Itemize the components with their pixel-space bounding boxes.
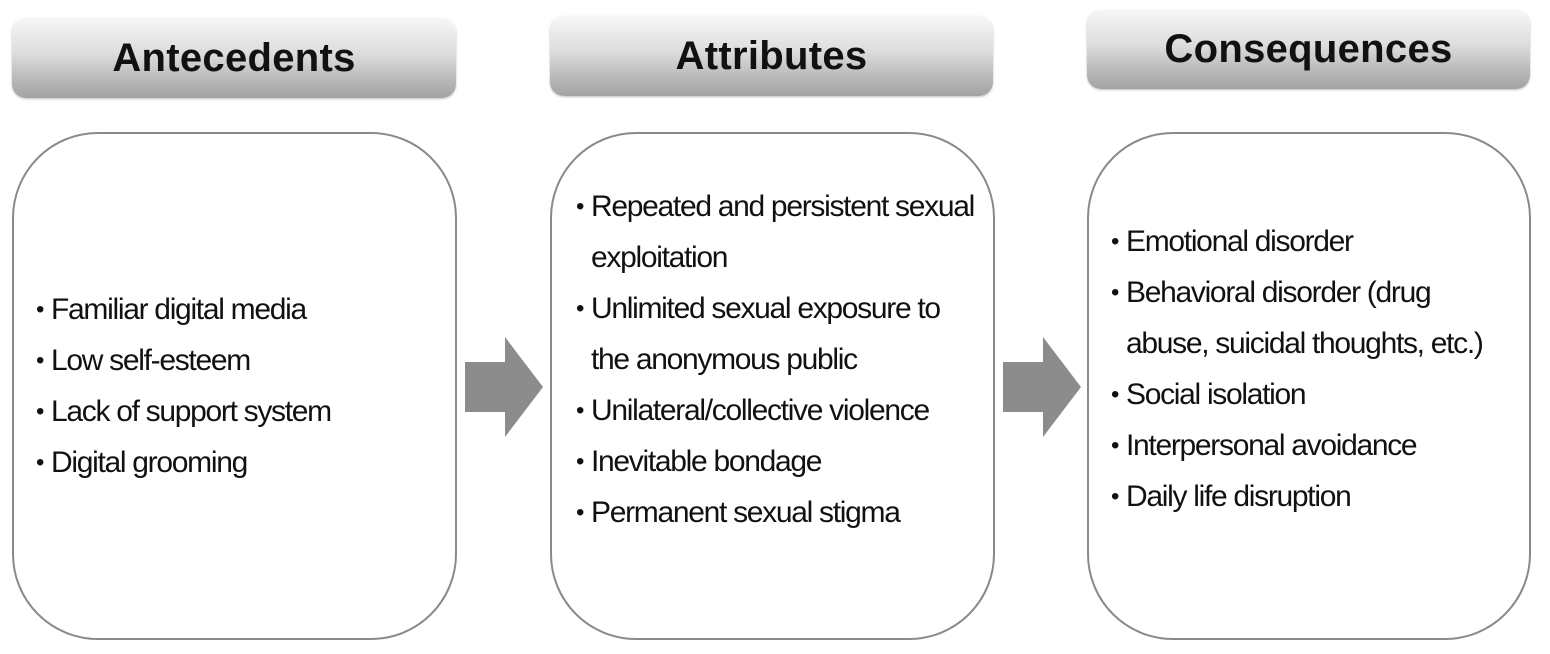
attribute-item: Inevitable bondage [576, 436, 977, 487]
arrow-shape [1003, 337, 1081, 437]
consequences-panel: Emotional disorder Behavioral disorder (… [1087, 132, 1531, 640]
attribute-item: Repeated and persistent sexual exploitat… [576, 181, 977, 283]
attributes-header: Attributes [550, 16, 993, 96]
attribute-item: Permanent sexual stigma [576, 487, 977, 538]
antecedent-item: Low self-esteem [36, 335, 455, 386]
antecedent-item: Familiar digital media [36, 284, 455, 335]
consequence-item: Daily life disruption [1111, 471, 1515, 522]
antecedents-list: Familiar digital media Low self-esteem L… [36, 284, 455, 488]
antecedent-item: Digital grooming [36, 437, 455, 488]
arrow-shape [465, 337, 543, 437]
right-arrow-icon [465, 337, 543, 437]
attributes-list: Repeated and persistent sexual exploitat… [576, 181, 977, 538]
attribute-item: Unlimited sexual exposure to the anonymo… [576, 283, 977, 385]
consequence-item: Social isolation [1111, 369, 1515, 420]
consequences-list: Emotional disorder Behavioral disorder (… [1111, 216, 1515, 522]
consequence-item: Interpersonal avoidance [1111, 420, 1515, 471]
consequences-header: Consequences [1087, 10, 1530, 89]
attribute-item: Unilateral/collective violence [576, 385, 977, 436]
antecedents-header: Antecedents [12, 18, 456, 98]
antecedent-item: Lack of support system [36, 386, 455, 437]
right-arrow-icon [1003, 337, 1081, 437]
consequence-item: Emotional disorder [1111, 216, 1515, 267]
consequence-item: Behavioral disorder (drug abuse, suicida… [1111, 267, 1515, 369]
attributes-panel: Repeated and persistent sexual exploitat… [550, 132, 995, 640]
antecedents-panel: Familiar digital media Low self-esteem L… [12, 132, 457, 640]
